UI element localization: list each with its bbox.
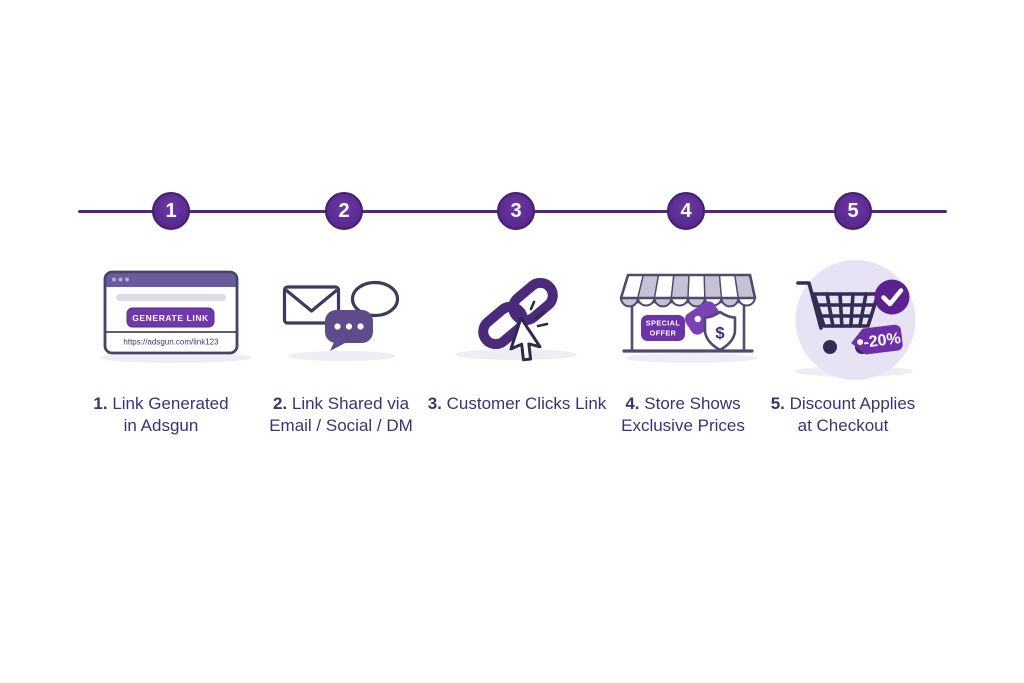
label-line-2: at Checkout (797, 416, 889, 435)
window-dot-icon (118, 277, 123, 282)
step-label-1: 1. Link Generated in Adsgun (81, 393, 241, 437)
icon-shadow (455, 349, 577, 360)
special-offer-line1: SPECIAL (646, 319, 681, 328)
special-offer-line2: OFFER (650, 329, 677, 338)
bubble-dot-icon (345, 323, 353, 330)
window-dot-icon (112, 277, 116, 282)
step-num: 4. (625, 394, 640, 413)
step-label-3: 3. Customer Clicks Link (417, 393, 617, 415)
checkmark-icon (881, 288, 904, 307)
cart-discount-icon: -20% (795, 260, 916, 380)
chain-link-icon (478, 301, 528, 350)
lavender-background-circle (795, 260, 916, 380)
discount-tag-label: -20% (863, 330, 902, 351)
timeline-step-circle-5: 5 (834, 192, 872, 230)
step-number: 3 (510, 199, 522, 222)
icon-shadow (288, 351, 396, 361)
generated-url-text: https://adsgun.com/link123 (123, 338, 219, 347)
envelope-icon (282, 285, 341, 325)
timeline-step-circle-2: 2 (325, 192, 363, 230)
step-number: 1 (165, 199, 177, 222)
label-line-2: in Adsgun (123, 416, 199, 435)
cart-wheel-icon (823, 340, 837, 354)
awning-icon (620, 274, 756, 299)
bubble-dot-icon (334, 323, 341, 330)
speech-bubble-outline-icon (350, 280, 400, 318)
step-num: 5. (770, 394, 785, 413)
step-number: 4 (680, 199, 692, 222)
step-number: 2 (338, 199, 350, 222)
label-line-2: Exclusive Prices (621, 416, 745, 435)
browser-titlebar (105, 272, 237, 287)
cursor-icon (509, 316, 542, 362)
step-label-5: 5. Discount Applies at Checkout (748, 393, 938, 437)
click-spark-lines (529, 300, 549, 328)
dollar-symbol: $ (715, 325, 724, 343)
email-chat-icon (282, 280, 400, 351)
step-label-2: 2. Link Shared via Email / Social / DM (251, 393, 431, 437)
label-line-1: 3. Customer Clicks Link (427, 394, 607, 413)
timeline-step-circle-4: 4 (667, 192, 705, 230)
link-click-icon (478, 278, 558, 362)
label-line-1: 2. Link Shared via (272, 394, 410, 413)
label-line-1: 1. Link Generated (93, 394, 229, 413)
browser-border (103, 270, 239, 355)
step-num: 1. (93, 394, 108, 413)
label-line-1: 4. Store Shows (625, 394, 741, 413)
generate-link-button-label: GENERATE LINK (132, 313, 209, 323)
browser-generate-link-icon: GENERATE LINK https://adsgun.com/link123 (103, 270, 239, 355)
step-label-4: 4. Store Shows Exclusive Prices (603, 393, 763, 437)
awning-outline (619, 273, 757, 300)
icon-shadow (625, 353, 757, 363)
cart-icon (796, 281, 880, 330)
timeline-step-circle-3: 3 (497, 192, 535, 230)
timeline-step-circle-1: 1 (152, 192, 190, 230)
checkmark-badge (874, 279, 910, 315)
icon-shadow (100, 352, 252, 363)
chain-link-icon (508, 278, 558, 326)
label-line-2: Email / Social / DM (269, 416, 413, 435)
envelope-flap (284, 288, 339, 313)
placeholder-bar (116, 294, 226, 301)
step-number: 5 (847, 199, 859, 222)
special-offer-badge (641, 315, 685, 341)
step-num: 2. (272, 394, 288, 413)
generate-link-button (126, 307, 215, 328)
step-num: 3. (427, 394, 442, 413)
storefront-icon: SPECIAL OFFER $ (619, 273, 757, 353)
window-dot-icon (125, 277, 129, 282)
label-line-1: 5. Discount Applies (770, 394, 916, 413)
bubble-dot-icon (357, 323, 364, 330)
discount-tag-icon: -20% (851, 324, 903, 355)
